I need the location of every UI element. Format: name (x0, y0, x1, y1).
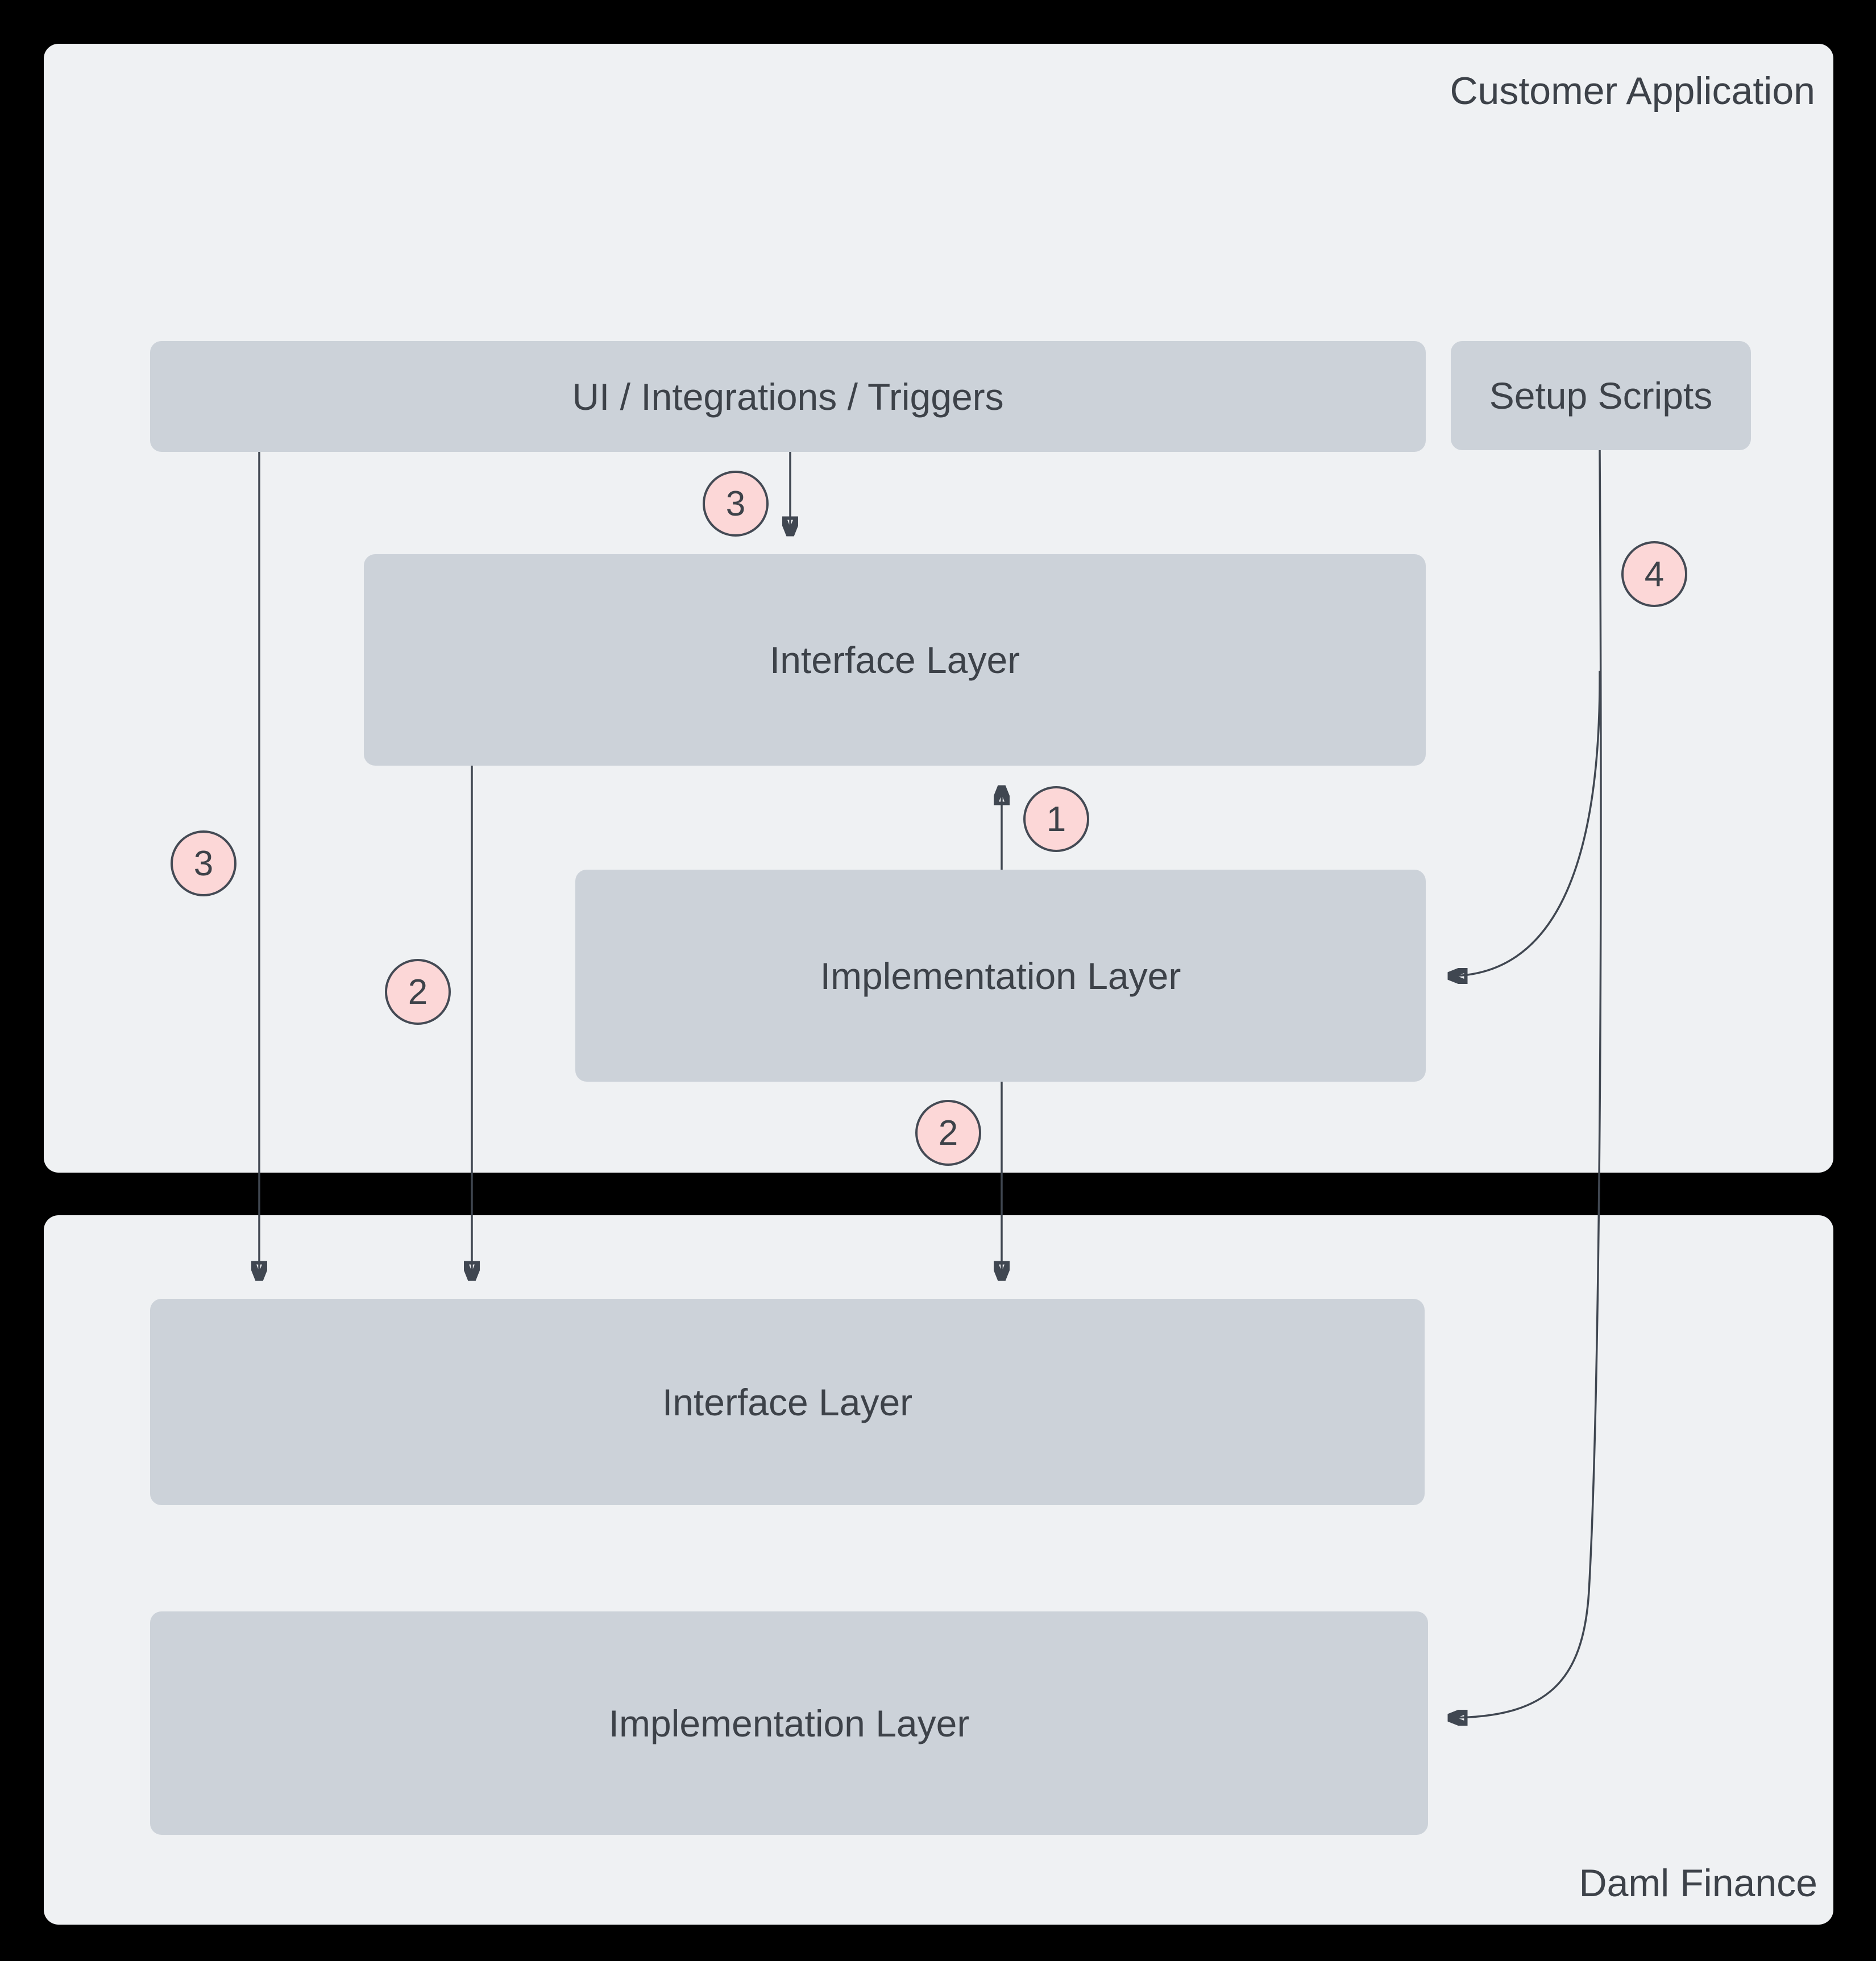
node-daml-interface-layer: Interface Layer (150, 1299, 1425, 1505)
node-daml-implementation-layer-label: Implementation Layer (608, 1702, 970, 1744)
node-customer-interface-layer-label: Interface Layer (769, 639, 1020, 681)
node-customer-interface-layer: Interface Layer (364, 554, 1426, 766)
step-badge-4-label: 4 (1644, 554, 1665, 594)
node-setup-scripts: Setup Scripts (1451, 341, 1751, 450)
step-badge-2-customer-interface-to-daml-interface: 2 (385, 959, 451, 1025)
node-ui-integrations-triggers-label: UI / Integrations / Triggers (572, 375, 1004, 418)
node-daml-interface-layer-label: Interface Layer (662, 1381, 913, 1423)
node-customer-implementation-layer-label: Implementation Layer (820, 954, 1181, 997)
step-badge-2-left-label: 2 (408, 972, 428, 1012)
step-badge-3-left-label: 3 (193, 844, 214, 883)
step-badge-2-middle-label: 2 (938, 1113, 958, 1153)
step-badge-3-ui-to-daml-interface: 3 (171, 830, 236, 896)
node-ui-integrations-triggers: UI / Integrations / Triggers (150, 341, 1426, 452)
customer-application-title: Customer Application (1450, 69, 1815, 113)
step-badge-1-label: 1 (1046, 799, 1066, 839)
step-badge-2-implementation-to-daml-interface: 2 (915, 1100, 981, 1166)
node-customer-implementation-layer: Implementation Layer (575, 870, 1426, 1082)
node-setup-scripts-label: Setup Scripts (1489, 375, 1713, 417)
step-badge-3-ui-to-customer-interface: 3 (703, 471, 769, 537)
daml-finance-title: Daml Finance (1579, 1862, 1818, 1905)
node-daml-implementation-layer: Implementation Layer (150, 1611, 1428, 1835)
step-badge-3-label: 3 (725, 484, 746, 524)
step-badge-4-setup-scripts: 4 (1621, 541, 1687, 607)
step-badge-1-implementation-to-interface: 1 (1023, 786, 1089, 852)
